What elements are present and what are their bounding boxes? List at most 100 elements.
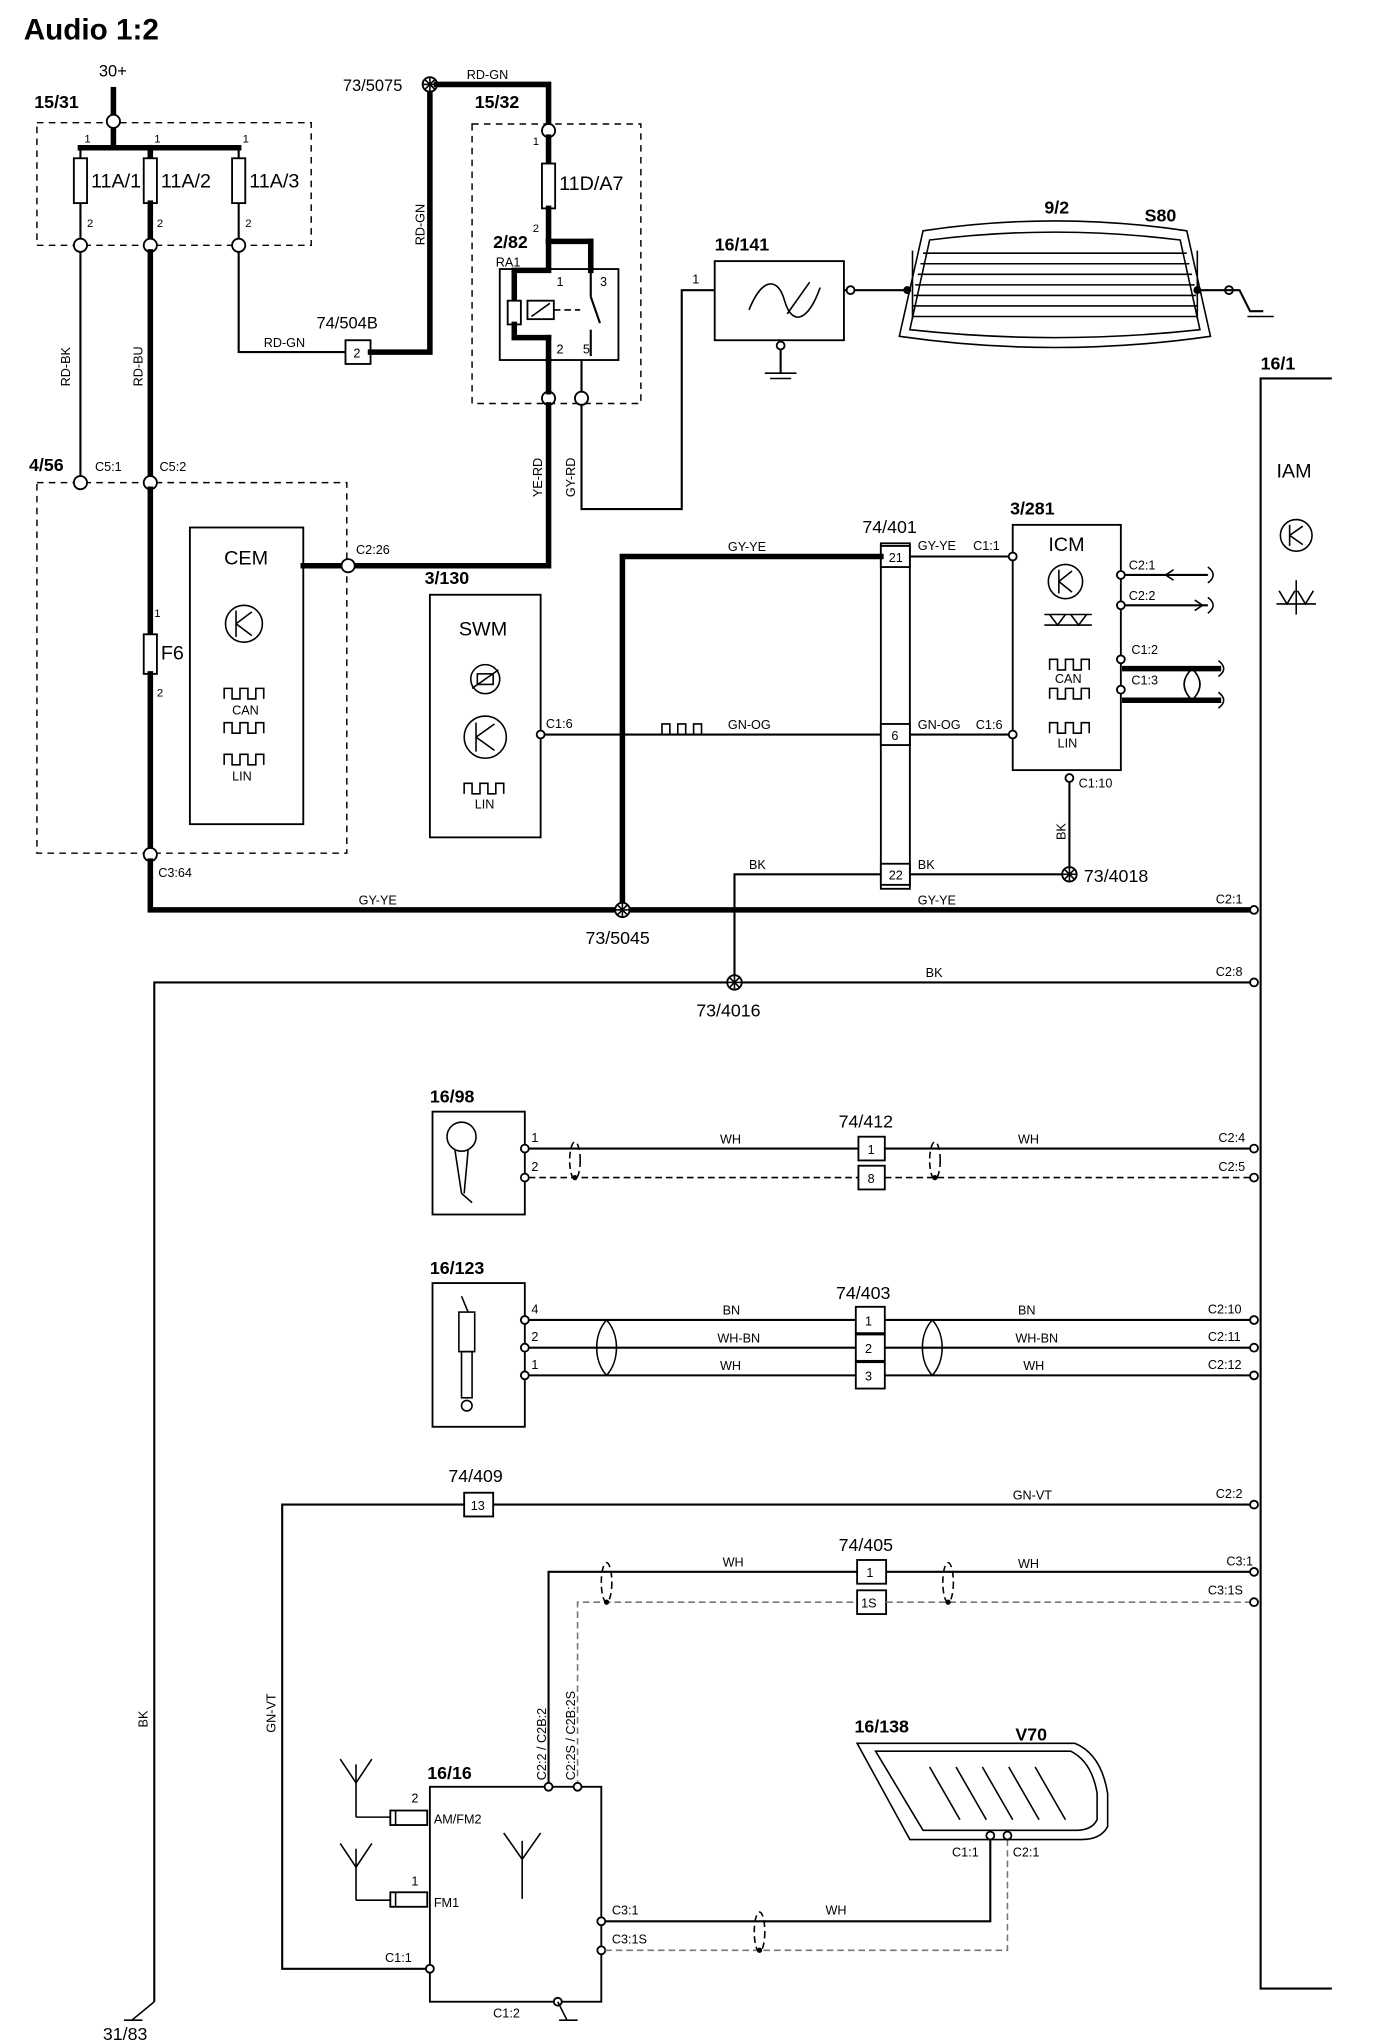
wire-gy-rd [580, 289, 715, 511]
svg-text:C1:3: C1:3 [1131, 673, 1158, 687]
svg-text:1: 1 [533, 136, 539, 148]
wire-rd-gn-fuse3 [237, 251, 346, 354]
svg-text:C2:26: C2:26 [356, 543, 390, 557]
fuse-11a-3-label: 11A/3 [249, 170, 299, 192]
swm-3-130: 3/130 SWM LIN C1:6 [425, 568, 573, 839]
svg-text:LIN: LIN [1058, 737, 1078, 751]
svg-text:GY-YE: GY-YE [728, 540, 766, 554]
wire-bk-22 [733, 873, 881, 983]
iam-16-1: 16/1 IAM [1259, 353, 1332, 1990]
svg-text:C5:2: C5:2 [160, 460, 187, 474]
svg-text:2: 2 [556, 342, 563, 356]
svg-text:2: 2 [531, 1160, 538, 1174]
svg-text:73/4018: 73/4018 [1084, 866, 1148, 886]
svg-text:GY-YE: GY-YE [918, 894, 956, 908]
splice-73-4016: 73/4016 [696, 974, 761, 1021]
radio-16-16: 16/16 C2:2 / C2B:2 C2:2S / C2B:2S AM/FM2… [339, 1691, 647, 2021]
svg-text:C1:2: C1:2 [1131, 643, 1158, 657]
svg-text:RD-GN: RD-GN [467, 68, 508, 82]
connector-74-409: 74/409 13 [448, 1466, 503, 1518]
svg-text:16/98: 16/98 [430, 1086, 475, 1106]
icm-name: ICM [1048, 534, 1084, 556]
fuse-f6 [142, 633, 158, 675]
fuse-11a-2-label: 11A/2 [161, 170, 211, 192]
svg-text:RD-GN: RD-GN [414, 204, 428, 245]
svg-text:C1:6: C1:6 [546, 717, 573, 731]
svg-text:2: 2 [411, 1792, 418, 1806]
svg-text:BK: BK [918, 858, 935, 872]
svg-text:1: 1 [865, 1314, 872, 1328]
svg-text:WH: WH [1018, 1132, 1039, 1146]
svg-text:2: 2 [865, 1342, 872, 1356]
svg-text:CAN: CAN [232, 704, 259, 718]
svg-text:C2:1: C2:1 [1013, 1846, 1040, 1860]
svg-text:74/504B: 74/504B [316, 314, 377, 332]
icm-3-281: 3/281 ICM C1:1 C1:6 CAN LIN C2:1 C2:2 C1… [973, 498, 1225, 868]
svg-text:BK: BK [749, 858, 766, 872]
svg-text:C5:1: C5:1 [95, 460, 122, 474]
svg-text:BK: BK [926, 966, 943, 980]
svg-text:2: 2 [157, 218, 163, 230]
ground-31-83: 31/83 [103, 2001, 155, 2040]
rear-antenna-16-138: 16/138 V70 C1:1 C2:1 [854, 1717, 1109, 1860]
svg-text:C2:12: C2:12 [1208, 1358, 1242, 1372]
svg-text:BK: BK [137, 1710, 151, 1727]
wire-ye-rd [351, 402, 552, 569]
svg-text:F6: F6 [161, 642, 184, 664]
svg-text:16/123: 16/123 [430, 1258, 485, 1278]
wire-rd-gn-main [367, 81, 433, 355]
svg-text:3/281: 3/281 [1010, 498, 1055, 518]
microphone-16-98: 16/98 1 2 [430, 1086, 538, 1216]
wire-gn-vt [281, 1503, 465, 1970]
svg-text:73/5075: 73/5075 [343, 77, 403, 95]
fusebox-15-31-outline [36, 121, 312, 247]
svg-text:1: 1 [154, 608, 160, 620]
svg-text:C2:2: C2:2 [1129, 589, 1156, 603]
svg-text:15/32: 15/32 [475, 92, 520, 112]
svg-text:3: 3 [865, 1370, 872, 1384]
svg-text:RD-BK: RD-BK [59, 346, 73, 386]
svg-text:RD-GN: RD-GN [264, 336, 305, 350]
wire-gy-ye-icm [619, 553, 884, 907]
svg-text:BN: BN [1018, 1304, 1036, 1318]
svg-text:WH: WH [723, 1556, 744, 1570]
connector-74-504b: 2 74/504B [316, 314, 378, 365]
svg-text:V70: V70 [1015, 1725, 1047, 1745]
svg-text:4: 4 [531, 1302, 538, 1316]
svg-text:C1:1: C1:1 [385, 1951, 412, 1965]
svg-text:74/403: 74/403 [836, 1283, 891, 1303]
svg-text:RD-BU: RD-BU [131, 346, 145, 386]
svg-text:BK: BK [1054, 823, 1068, 840]
svg-text:FM1: FM1 [434, 1896, 459, 1910]
svg-text:3: 3 [600, 275, 607, 289]
svg-text:11D/A7: 11D/A7 [559, 173, 623, 195]
svg-text:2: 2 [531, 1330, 538, 1344]
svg-text:9/2: 9/2 [1044, 198, 1069, 218]
svg-text:2: 2 [157, 687, 163, 699]
svg-text:16/16: 16/16 [427, 1763, 472, 1783]
wire-rd-gn-to-15-32 [433, 81, 552, 127]
svg-text:AM/FM2: AM/FM2 [434, 1813, 482, 1827]
fusebox-15-31-id: 15/31 [34, 92, 79, 112]
svg-text:LIN: LIN [475, 797, 495, 811]
svg-text:C2:5: C2:5 [1218, 1160, 1245, 1174]
svg-text:5: 5 [583, 342, 590, 356]
wire-wh-radio [547, 1570, 858, 1787]
relay-name: RA1 [496, 255, 521, 269]
svg-text:16/1: 16/1 [1261, 353, 1296, 373]
svg-text:73/4016: 73/4016 [696, 1001, 760, 1021]
svg-text:13: 13 [471, 1499, 485, 1513]
svg-text:C2:11: C2:11 [1208, 1330, 1241, 1344]
window-antenna-9-2: 9/2 S80 [898, 198, 1274, 349]
svg-text:C2:8: C2:8 [1216, 965, 1243, 979]
svg-text:C3:1S: C3:1S [1208, 1583, 1243, 1597]
svg-text:4/56: 4/56 [29, 455, 64, 475]
svg-text:LIN: LIN [232, 770, 252, 784]
svg-text:WH: WH [1023, 1359, 1044, 1373]
svg-text:C3:64: C3:64 [158, 866, 192, 880]
svg-text:GN-OG: GN-OG [728, 718, 771, 732]
connector-74-403: 74/403 1 2 3 [836, 1283, 891, 1390]
aux-input-16-123: 16/123 4 2 1 [430, 1258, 538, 1428]
svg-text:C1:1: C1:1 [952, 1846, 979, 1860]
